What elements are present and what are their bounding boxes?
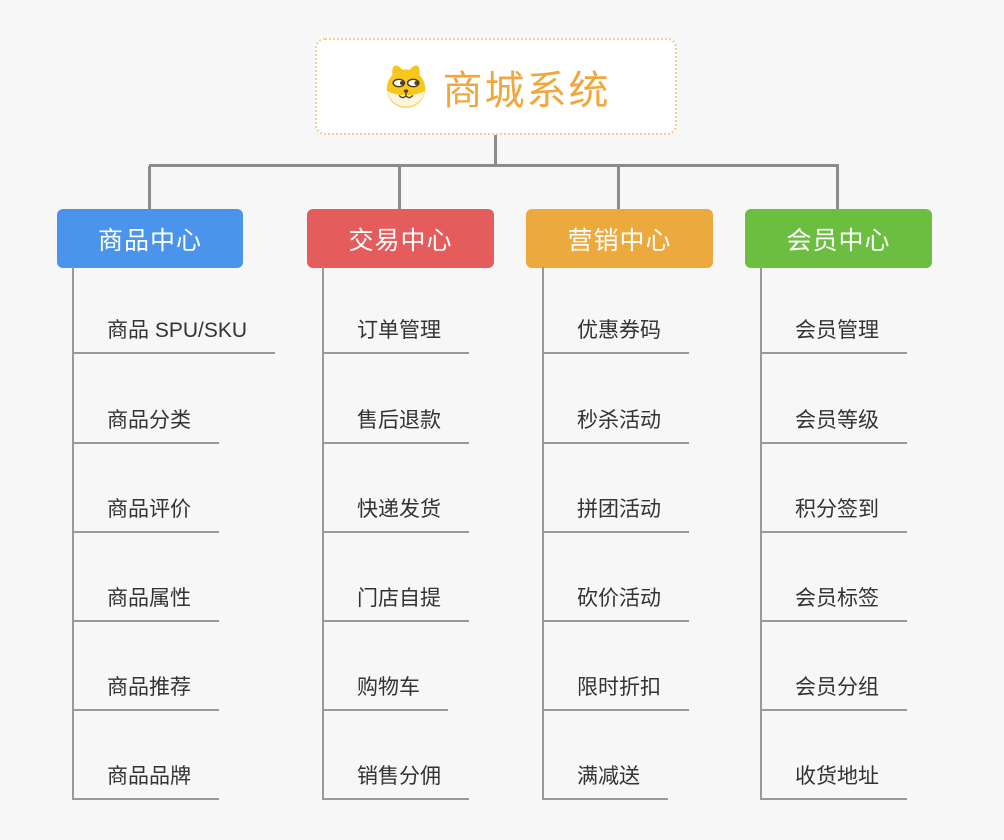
child-node[interactable]: 商品属性 <box>74 585 219 622</box>
branch-node-trade[interactable]: 交易中心 <box>307 209 494 268</box>
child-node[interactable]: 订单管理 <box>324 317 469 354</box>
child-node[interactable]: 快递发货 <box>324 496 469 533</box>
root-node[interactable]: 商城系统 <box>315 38 677 135</box>
branch-node-product[interactable]: 商品中心 <box>57 209 243 268</box>
child-node[interactable]: 拼团活动 <box>544 496 689 533</box>
child-node[interactable]: 收货地址 <box>762 763 907 800</box>
connector-root-drop <box>494 135 497 166</box>
child-node[interactable]: 限时折扣 <box>544 674 689 711</box>
connector-horizontal-bar <box>149 164 839 167</box>
child-node[interactable]: 售后退款 <box>324 407 469 444</box>
connector-drop-member <box>836 166 839 210</box>
child-node[interactable]: 商品 SPU/SKU <box>74 317 276 354</box>
child-node[interactable]: 商品分类 <box>74 407 219 444</box>
child-node[interactable]: 商品品牌 <box>74 763 219 800</box>
child-node[interactable]: 商品推荐 <box>74 674 219 711</box>
child-node[interactable]: 会员分组 <box>762 674 907 711</box>
connector-drop-product <box>148 166 151 210</box>
child-node[interactable]: 优惠券码 <box>544 317 689 354</box>
child-node[interactable]: 满减送 <box>544 763 668 800</box>
branch-title: 会员中心 <box>786 226 891 255</box>
child-node[interactable]: 会员等级 <box>762 407 907 444</box>
branch-node-marketing[interactable]: 营销中心 <box>526 209 713 268</box>
child-node[interactable]: 砍价活动 <box>544 585 689 622</box>
child-node[interactable]: 商品评价 <box>74 496 219 533</box>
child-node[interactable]: 会员管理 <box>762 317 907 354</box>
child-node[interactable]: 购物车 <box>324 674 448 711</box>
child-node[interactable]: 秒杀活动 <box>544 407 689 444</box>
branch-title: 交易中心 <box>348 226 453 255</box>
branch-node-member[interactable]: 会员中心 <box>745 209 932 268</box>
dog-face-icon <box>382 63 430 111</box>
branch-title: 商品中心 <box>97 226 202 255</box>
child-node[interactable]: 门店自提 <box>324 585 469 622</box>
connector-drop-marketing <box>617 166 620 210</box>
branch-title: 营销中心 <box>567 226 672 255</box>
child-node[interactable]: 积分签到 <box>762 496 907 533</box>
branch-column-trade: 订单管理 售后退款 快递发货 门店自提 购物车 销售分佣 <box>322 267 469 800</box>
child-node[interactable]: 会员标签 <box>762 585 907 622</box>
connector-drop-trade <box>398 166 401 210</box>
branch-column-product: 商品 SPU/SKU 商品分类 商品评价 商品属性 商品推荐 商品品牌 <box>72 267 276 800</box>
branch-column-marketing: 优惠券码 秒杀活动 拼团活动 砍价活动 限时折扣 满减送 <box>542 267 689 800</box>
child-node[interactable]: 销售分佣 <box>324 763 469 800</box>
branch-column-member: 会员管理 会员等级 积分签到 会员标签 会员分组 收货地址 <box>760 267 907 800</box>
root-title: 商城系统 <box>442 68 611 113</box>
